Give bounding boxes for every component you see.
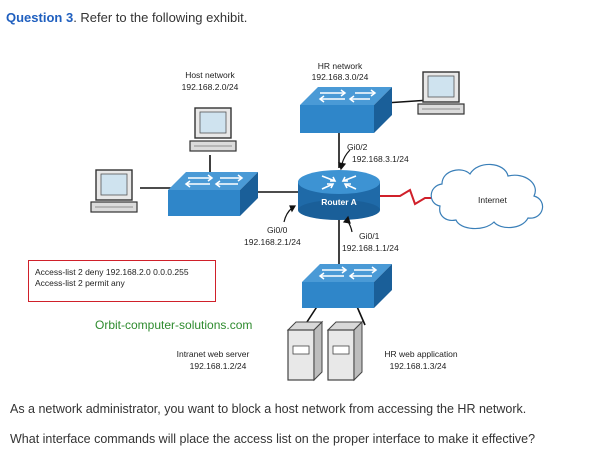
router-label: Router A [321,197,357,207]
hr-network-title: HR network [318,61,363,71]
hr-pc-icon [417,71,465,115]
host-pc-left-icon [90,169,138,213]
hr-switch-icon [300,87,392,133]
host-network-subnet: 192.168.2.0/24 [182,82,239,92]
gi02-name: Gi0/2 [347,142,368,152]
question-number: Question 3 [6,10,74,25]
network-diagram: Internet HR network 192.168.3.0/24 Host … [90,61,544,382]
acl-line-1: Access-list 2 deny 192.168.2.0 0.0.0.255 [35,267,189,277]
hr-server-ip: 192.168.1.3/24 [390,361,447,371]
gi00-ip: 192.168.2.1/24 [244,237,301,247]
link-router-internet [380,188,440,206]
body-line-1: As a network administrator, you want to … [10,402,527,416]
internet-cloud-icon [430,163,544,230]
acl-line-2: Access-list 2 permit any [35,278,125,288]
question-intro: . Refer to the following exhibit. [73,10,248,25]
host-pc-top-icon [189,107,237,152]
acl-box: Access-list 2 deny 192.168.2.0 0.0.0.255… [28,260,216,302]
gi00-arrowhead-icon [289,205,297,213]
body-line-2: What interface commands will place the a… [10,432,536,446]
gi01-name: Gi0/1 [359,231,380,241]
intranet-server-ip: 192.168.1.2/24 [190,361,247,371]
gi00-name: Gi0/0 [267,225,288,235]
server-switch-icon [302,264,392,308]
question-heading: Question 3. Refer to the following exhib… [6,10,247,25]
hr-network-subnet: 192.168.3.0/24 [312,72,369,82]
watermark: Orbit-computer-solutions.com [95,318,253,332]
host-switch-icon [168,172,258,216]
gi01-ip: 192.168.1.1/24 [342,243,399,253]
gi02-arrowhead-icon [338,162,347,171]
hr-server-title: HR web application [384,349,458,359]
intranet-server-title: Intranet web server [177,349,250,359]
internet-label: Internet [478,195,507,205]
gi02-ip: 192.168.3.1/24 [352,154,409,164]
gi01-arrowhead-icon [342,215,351,224]
host-network-title: Host network [185,70,235,80]
router-icon [298,170,380,220]
gi02-pointer-icon [341,149,351,165]
gi00-pointer-icon [283,207,293,223]
intranet-server-icon [286,320,324,382]
hr-server-icon [326,320,364,382]
